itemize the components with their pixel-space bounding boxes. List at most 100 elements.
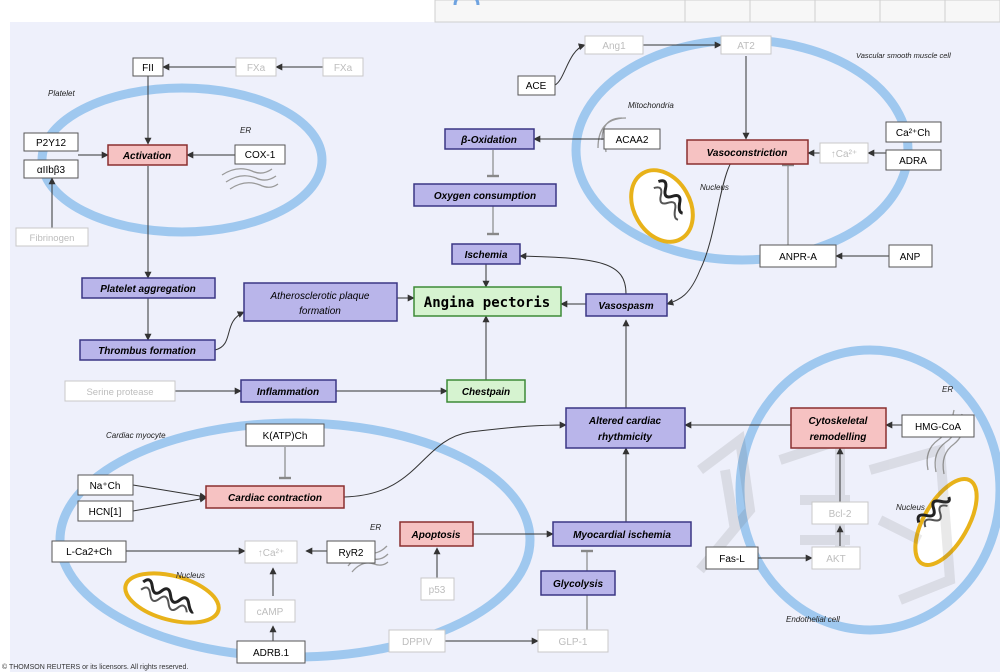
node-activation[interactable]: Activation bbox=[107, 144, 188, 166]
node-ace-label: ACE bbox=[526, 81, 547, 92]
node-hcn[interactable]: HCN[1] bbox=[77, 500, 134, 522]
node-l-ca2-ch-box bbox=[51, 540, 127, 563]
node-fii-label: FII bbox=[142, 63, 154, 74]
node-at2[interactable]: AT2 bbox=[720, 35, 772, 55]
node-ca-up-vsmc[interactable]: ↑Ca²⁺ bbox=[819, 142, 869, 164]
node-chestpain[interactable]: Chestpain bbox=[446, 379, 526, 403]
node-glycolysis-box bbox=[540, 570, 616, 596]
node-anp[interactable]: ANP bbox=[888, 244, 933, 268]
node-hcn-box bbox=[77, 500, 134, 522]
node-cox1[interactable]: COX-1 bbox=[234, 144, 286, 165]
node-angina-pectoris-box bbox=[413, 286, 562, 317]
node-altered-cardiac-rhythmicity-label: Altered cardiac bbox=[588, 416, 662, 427]
node-atherosclerotic-plaque-label: Atherosclerotic plaque bbox=[270, 291, 370, 302]
node-ca2ch-vsmc[interactable]: Ca²⁺Ch bbox=[885, 121, 942, 143]
node-serine-protease-label: Serine protease bbox=[86, 387, 153, 398]
node-ace-box bbox=[517, 75, 556, 96]
node-anpr-a[interactable]: ANPR-A bbox=[759, 244, 837, 268]
node-anpr-a-label: ANPR-A bbox=[779, 252, 817, 263]
node-dppiv[interactable]: DPPIV bbox=[388, 629, 446, 653]
node-angina-pectoris[interactable]: Angina pectoris bbox=[413, 286, 562, 317]
vsmc-label: Vascular smooth muscle cell bbox=[856, 51, 951, 60]
node-vasospasm-label: Vasospasm bbox=[598, 301, 653, 312]
nucleus-label-cardiac: Nucleus bbox=[176, 571, 205, 580]
mitochondria-label: Mitochondria bbox=[628, 101, 674, 110]
node-camp[interactable]: cAMP bbox=[244, 599, 296, 623]
node-acaa2[interactable]: ACAA2 bbox=[603, 128, 661, 150]
nucleus-label-endothelial: Nucleus bbox=[896, 503, 925, 512]
node-platelet-aggregation-label: Platelet aggregation bbox=[100, 284, 196, 295]
node-cardiac-contraction[interactable]: Cardiac contraction bbox=[205, 485, 345, 509]
node-bcl2[interactable]: Bcl-2 bbox=[811, 501, 869, 525]
node-glp1[interactable]: GLP-1 bbox=[537, 629, 609, 653]
node-p2y12[interactable]: P2Y12 bbox=[23, 132, 79, 152]
node-camp-box bbox=[244, 599, 296, 623]
node-oxygen-consumption[interactable]: Oxygen consumption bbox=[413, 183, 557, 207]
er-icon-platelet bbox=[221, 168, 279, 190]
node-acaa2-box bbox=[603, 128, 661, 150]
node-ca-up-cardiac[interactable]: ↑Ca²⁺ bbox=[244, 540, 298, 564]
node-adrb1[interactable]: ADRB.1 bbox=[236, 640, 306, 664]
node-fxa-outer-box bbox=[322, 57, 364, 77]
endothelial-label: Endothelial cell bbox=[786, 615, 840, 624]
node-beta-oxidation[interactable]: β-Oxidation bbox=[444, 128, 535, 150]
node-adra[interactable]: ADRA bbox=[885, 149, 942, 171]
node-ca-up-cardiac-box bbox=[244, 540, 298, 564]
node-l-ca2-ch[interactable]: L-Ca2+Ch bbox=[51, 540, 127, 563]
node-p53-label: p53 bbox=[429, 585, 446, 596]
node-ang1[interactable]: Ang1 bbox=[584, 35, 644, 55]
node-katp-ch-label: K(ATP)Ch bbox=[263, 431, 308, 442]
node-ca-up-vsmc-box bbox=[819, 142, 869, 164]
node-activation-label: Activation bbox=[122, 151, 171, 162]
node-fii[interactable]: FII bbox=[132, 57, 164, 77]
node-katp-ch[interactable]: K(ATP)Ch bbox=[245, 423, 325, 447]
node-akt[interactable]: AKT bbox=[811, 546, 861, 570]
node-p2y12-label: P2Y12 bbox=[36, 138, 66, 149]
node-inflammation[interactable]: Inflammation bbox=[240, 379, 337, 403]
node-hmg-coa[interactable]: HMG-CoA bbox=[901, 414, 975, 438]
node-fxa-outer[interactable]: FXa bbox=[322, 57, 364, 77]
node-serine-protease[interactable]: Serine protease bbox=[64, 380, 176, 402]
node-beta-oxidation-label: β-Oxidation bbox=[460, 135, 517, 146]
node-thrombus-formation[interactable]: Thrombus formation bbox=[79, 339, 216, 361]
node-glycolysis[interactable]: Glycolysis bbox=[540, 570, 616, 596]
node-vasoconstriction[interactable]: Vasoconstriction bbox=[686, 139, 809, 165]
node-vasospasm-box bbox=[585, 293, 668, 317]
node-fxa-label: FXa bbox=[247, 63, 266, 74]
node-p53[interactable]: p53 bbox=[420, 577, 455, 601]
node-dppiv-box bbox=[388, 629, 446, 653]
node-fxa[interactable]: FXa bbox=[235, 57, 277, 77]
node-na-ch-box bbox=[77, 474, 134, 496]
node-aiib3[interactable]: αIIbβ3 bbox=[23, 159, 79, 179]
node-ace[interactable]: ACE bbox=[517, 75, 556, 96]
node-vasospasm[interactable]: Vasospasm bbox=[585, 293, 668, 317]
node-p53-box bbox=[420, 577, 455, 601]
node-glp1-label: GLP-1 bbox=[559, 637, 588, 648]
er-label-platelet: ER bbox=[240, 126, 251, 135]
node-ca-up-vsmc-label: ↑Ca²⁺ bbox=[831, 149, 857, 160]
node-ca-up-cardiac-label: ↑Ca²⁺ bbox=[258, 548, 284, 559]
node-vasoconstriction-label: Vasoconstriction bbox=[707, 148, 788, 159]
node-vasoconstriction-box bbox=[686, 139, 809, 165]
node-ischemia[interactable]: Ischemia bbox=[451, 243, 521, 265]
node-platelet-aggregation-box bbox=[81, 277, 216, 299]
node-akt-box bbox=[811, 546, 861, 570]
node-dppiv-label: DPPIV bbox=[402, 637, 432, 648]
node-platelet-aggregation[interactable]: Platelet aggregation bbox=[81, 277, 216, 299]
node-apoptosis[interactable]: Apoptosis bbox=[399, 521, 474, 547]
node-fas-l[interactable]: Fas-L bbox=[705, 546, 759, 570]
node-hmg-coa-label: HMG-CoA bbox=[915, 422, 961, 433]
edges bbox=[48, 41, 902, 645]
node-l-ca2-ch-label: L-Ca2+Ch bbox=[66, 547, 112, 558]
node-ryr2-label: RyR2 bbox=[338, 548, 363, 559]
node-ryr2[interactable]: RyR2 bbox=[326, 540, 376, 564]
node-chestpain-box bbox=[446, 379, 526, 403]
node-na-ch[interactable]: Na⁺Ch bbox=[77, 474, 134, 496]
node-myocardial-ischemia[interactable]: Myocardial ischemia bbox=[552, 521, 692, 547]
node-anp-box bbox=[888, 244, 933, 268]
node-fibrinogen[interactable]: Fibrinogen bbox=[15, 227, 89, 247]
